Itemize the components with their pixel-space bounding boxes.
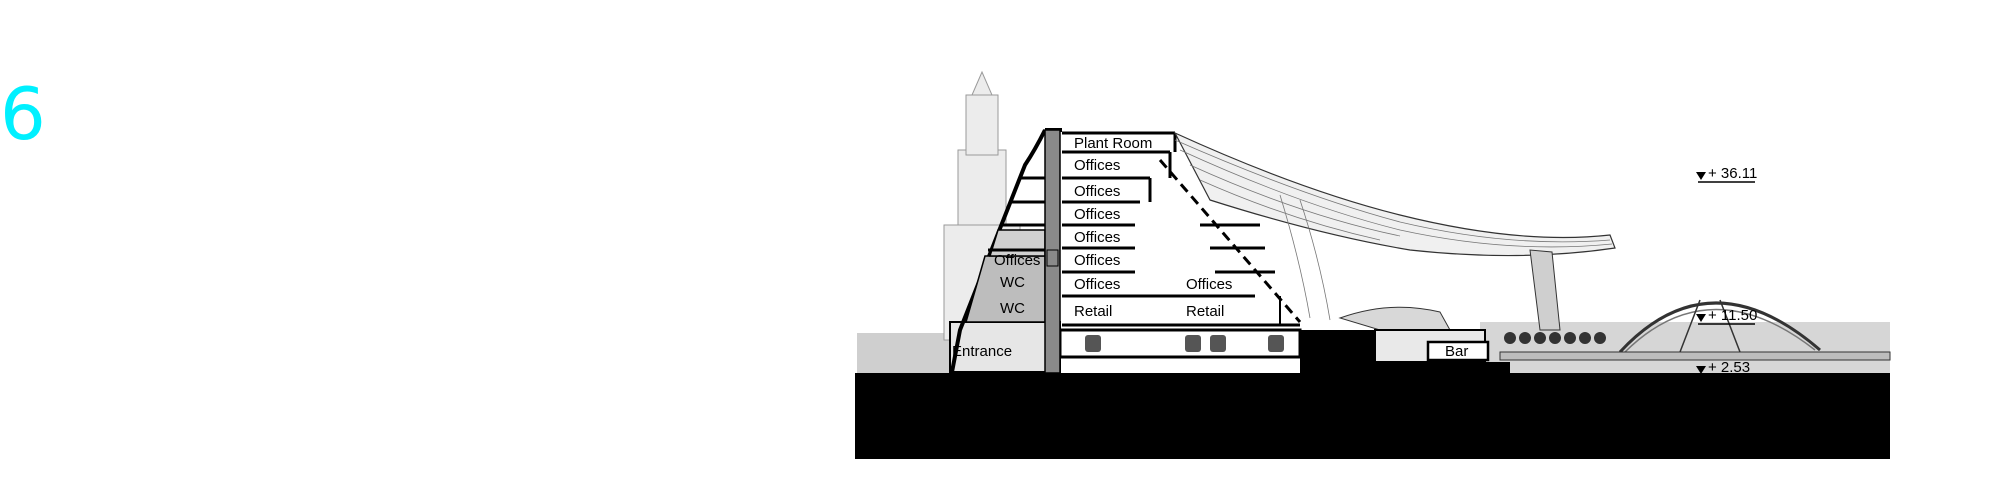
level-label-mid: + 11.50 bbox=[1708, 307, 1757, 324]
room-label-offices-l3: Offices bbox=[1074, 276, 1120, 293]
bar-pavilion bbox=[1374, 329, 1606, 363]
room-label-plant-room: Plant Room bbox=[1074, 135, 1152, 152]
basement-level bbox=[949, 321, 1302, 373]
room-label-offices-l3-east: Offices bbox=[1186, 276, 1232, 293]
level-label-low: + 2.53 bbox=[1708, 359, 1750, 376]
ground-section bbox=[855, 330, 1890, 459]
arch-bridge bbox=[1499, 299, 1891, 361]
room-labels: Plant Room Offices Offices Offices Offic… bbox=[952, 135, 1468, 360]
room-label-wc-upper: WC bbox=[1000, 274, 1025, 291]
level-labels: + 36.11 + 11.50 + 2.53 bbox=[1708, 165, 1757, 376]
sheet-number: 6 bbox=[0, 72, 46, 156]
room-label-bar: Bar bbox=[1445, 343, 1468, 360]
room-label-offices-l8: Offices bbox=[1074, 157, 1120, 174]
room-label-retail-west: Retail bbox=[1074, 303, 1112, 320]
room-label-offices-l4: Offices bbox=[1074, 252, 1120, 269]
room-label-retail-east: Retail bbox=[1186, 303, 1224, 320]
canopy-roof bbox=[1173, 131, 1616, 331]
level-label-top: + 36.11 bbox=[1708, 165, 1757, 182]
room-label-entrance: Entrance bbox=[952, 343, 1012, 360]
level-markers bbox=[1696, 172, 1755, 377]
room-label-offices-l6: Offices bbox=[1074, 206, 1120, 223]
room-label-wc-lower: WC bbox=[1000, 300, 1025, 317]
tower-structure bbox=[950, 128, 1302, 374]
room-label-offices-west: Offices bbox=[994, 252, 1040, 269]
room-label-offices-l7: Offices bbox=[1074, 183, 1120, 200]
car-icons bbox=[1085, 335, 1284, 352]
room-label-offices-l5: Offices bbox=[1074, 229, 1120, 246]
